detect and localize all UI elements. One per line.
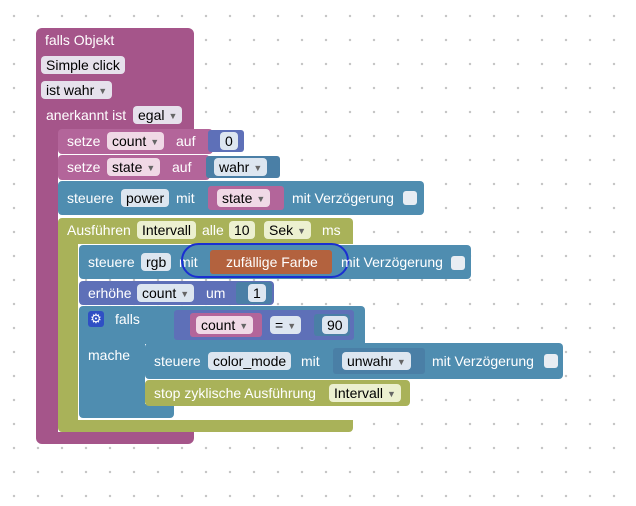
chevron-down-icon: ▼ [256,194,266,204]
if-label: falls [115,311,140,327]
set-count-keyword: setze [67,133,101,149]
increment-variable-dropdown[interactable]: count▼ [137,284,195,302]
control-color-mode-delay-label: mit Verzögerung [432,353,534,369]
chevron-down-icon: ▼ [297,226,307,236]
control-color-mode-delay-checkbox[interactable] [544,354,558,368]
highlight-circle [181,243,349,278]
chevron-down-icon: ▼ [287,321,297,331]
control-color-mode-keyword: steuere [154,353,201,369]
event-block-spine [36,128,58,438]
control-power-delay-label: mit Verzögerung [292,190,394,206]
ack-label: anerkannt ist [46,107,127,123]
chevron-down-icon: ▼ [253,163,263,173]
set-state-value-dropdown[interactable]: wahr▼ [214,158,268,176]
chevron-down-icon: ▼ [387,389,396,399]
chevron-down-icon: ▼ [146,163,156,173]
chevron-down-icon: ▼ [98,86,108,96]
ack-dropdown[interactable]: egal▼ [133,106,183,124]
chevron-down-icon: ▼ [180,289,190,299]
control-rgb-delay-checkbox[interactable] [451,256,465,270]
comparison-operator-dropdown[interactable]: =▼ [270,316,302,334]
chevron-down-icon: ▼ [239,321,249,331]
control-power-value-dropdown[interactable]: state▼ [217,189,271,207]
control-color-mode-target[interactable]: color_mode [208,352,292,370]
event-header-label: falls Objekt [45,32,115,48]
control-rgb-delay-label: mit Verzögerung [341,254,443,270]
control-power-keyword: steuere [67,190,114,206]
interval-unit-dropdown[interactable]: Sek▼ [264,221,312,239]
stop-interval-name-dropdown[interactable]: Intervall▼ [329,384,401,402]
control-power-target[interactable]: power [121,189,170,207]
condition-dropdown[interactable]: ist wahr▼ [41,81,113,99]
if-block-spine [79,340,145,408]
control-rgb-target[interactable]: rgb [141,253,172,271]
gear-icon[interactable]: ⚙ [88,311,104,327]
increment-value-input[interactable]: 1 [248,284,266,302]
set-state-variable-dropdown[interactable]: state▼ [107,158,161,176]
comparison-value-input[interactable]: 90 [322,316,348,334]
comparison-variable-dropdown[interactable]: count▼ [196,316,254,334]
set-state-on-label: auf [172,159,192,175]
control-power-with-label: mit [176,190,195,206]
do-label: mache [88,347,131,363]
interval-name-input[interactable]: Intervall [137,221,197,239]
object-selector[interactable]: Simple click [41,56,125,74]
random-color-block[interactable] [210,250,332,274]
control-color-mode-with-label: mit [301,353,320,369]
set-state-keyword: setze [67,159,101,175]
event-block-footer [36,432,194,444]
random-color-label: zufällige Farbe [226,254,318,270]
stop-interval-label: stop zyklische Ausführung [154,385,316,401]
control-color-mode-value-dropdown[interactable]: unwahr▼ [342,352,411,370]
set-count-value-input[interactable]: 0 [220,132,238,150]
control-power-delay-checkbox[interactable] [403,191,417,205]
set-count-on-label: auf [176,133,196,149]
interval-amount-input[interactable]: 10 [229,221,255,239]
interval-keyword: Ausführen [67,222,131,238]
interval-every-label: alle [202,222,224,238]
increment-by-label: um [206,285,226,301]
set-count-variable-dropdown[interactable]: count▼ [107,132,165,150]
control-rgb-keyword: steuere [88,254,135,270]
interval-block-footer [58,420,353,432]
chevron-down-icon: ▼ [150,137,160,147]
interval-block-spine [58,242,78,424]
chevron-down-icon: ▼ [168,111,178,121]
increment-keyword: erhöhe [88,285,132,301]
if-block-footer [79,404,174,418]
chevron-down-icon: ▼ [396,357,406,367]
interval-suffix: ms [322,222,341,238]
